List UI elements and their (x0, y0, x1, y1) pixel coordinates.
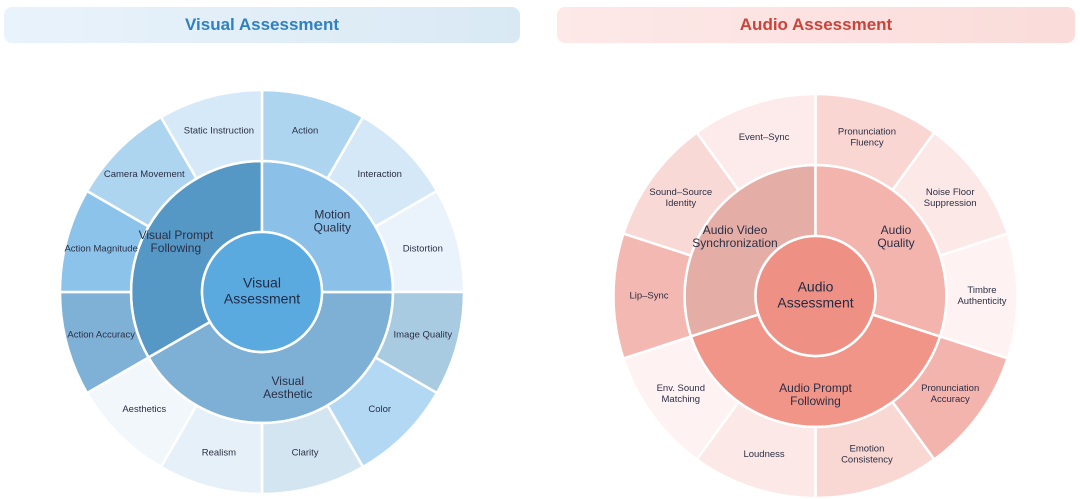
category-visual-prompt-following-label-line: Visual Prompt (139, 228, 214, 242)
segment-pronunciation-fluency-label-line: Pronunciation (838, 127, 896, 138)
category-audio-video-synchronization-label-line: Synchronization (692, 236, 777, 250)
segment-sound-source-identity-label-line: Identity (665, 198, 696, 209)
segment-emotion-consistency-label-line: Emotion (850, 443, 885, 454)
segment-action-magnitude-label: Action Magnitude (64, 243, 137, 254)
segment-loudness-label: Loudness (743, 449, 784, 460)
category-audio-quality-label-line: Quality (877, 236, 914, 250)
segment-action-accuracy-label-line: Action Accuracy (67, 330, 135, 341)
category-visual-prompt-following-label-line: Following (150, 241, 201, 255)
visual-center-label-line: Visual (243, 275, 281, 291)
segment-action-accuracy-label: Action Accuracy (67, 330, 135, 341)
category-audio-video-synchronization-label-line: Audio Video (703, 223, 768, 237)
audio-center-circle (754, 234, 877, 358)
audio-assessment-title: Audio Assessment (739, 15, 893, 34)
segment-event-sync (695, 92, 817, 192)
segment-pronunciation-accuracy-label-line: Accuracy (931, 394, 970, 405)
segment-distortion-label: Distortion (403, 243, 443, 254)
audio-center-label-line: Audio (798, 279, 834, 295)
segment-lip-sync-label-line: Lip–Sync (629, 291, 668, 302)
segment-timbre-authenticity-label-line: Timbre (967, 285, 996, 296)
category-audio-prompt-following-label-line: Audio Prompt (779, 381, 852, 395)
category-audio-prompt-following-label-line: Following (790, 394, 841, 408)
segment-env-sound-matching-label-line: Matching (662, 394, 701, 405)
segment-interaction-label: Interaction (358, 169, 402, 180)
segment-static-instruction-label-line: Static Instruction (184, 126, 254, 137)
segment-static-instruction (159, 88, 264, 180)
segment-action-label: Action (292, 126, 318, 137)
segment-image-quality-label: Image Quality (394, 330, 453, 341)
segment-sound-source-identity-label-line: Sound–Source (649, 187, 712, 198)
segment-distortion-label-line: Distortion (403, 243, 443, 254)
segment-camera-movement-label-line: Camera Movement (104, 169, 185, 180)
segment-event-sync-label: Event–Sync (739, 132, 790, 143)
visual-assessment-title: Visual Assessment (184, 15, 340, 34)
segment-emotion-consistency-label-line: Consistency (841, 454, 893, 465)
audio-center-label-line: Assessment (777, 295, 853, 311)
segment-clarity-label-line: Clarity (292, 447, 319, 458)
segment-static-instruction-label: Static Instruction (184, 126, 254, 137)
category-motion-quality-label-line: Motion (314, 207, 350, 221)
segment-interaction-label-line: Interaction (358, 169, 402, 180)
segment-image-quality-label-line: Image Quality (394, 330, 453, 341)
segment-realism-label-line: Realism (202, 447, 236, 458)
segment-aesthetics-label-line: Aesthetics (122, 404, 166, 415)
category-audio-quality-label-line: Audio (881, 223, 912, 237)
segment-camera-movement-label: Camera Movement (104, 169, 185, 180)
segment-pronunciation-fluency-label-line: Fluency (850, 138, 884, 149)
visual-assessment-banner: Visual Assessment (4, 7, 520, 43)
audio-assessment-banner: Audio Assessment (557, 7, 1075, 43)
segment-pronunciation-accuracy-label-line: Pronunciation (921, 383, 979, 394)
segment-event-sync-label-line: Event–Sync (739, 132, 790, 143)
category-motion-quality-label-line: Quality (314, 220, 351, 234)
segment-env-sound-matching-label-line: Env. Sound (657, 383, 705, 394)
category-visual-aesthetic-label-line: Visual (272, 374, 304, 388)
segment-noise-floor-suppression-label-line: Noise Floor (926, 187, 975, 198)
category-visual-aesthetic-label-line: Aesthetic (263, 387, 312, 401)
segment-clarity-label: Clarity (292, 447, 319, 458)
segment-action-magnitude-label-line: Action Magnitude (64, 243, 137, 254)
segment-noise-floor-suppression-label-line: Suppression (924, 198, 977, 209)
segment-aesthetics-label: Aesthetics (122, 404, 166, 415)
segment-lip-sync-label: Lip–Sync (629, 291, 668, 302)
segment-color-label: Color (368, 404, 391, 415)
segment-loudness-label-line: Loudness (743, 449, 784, 460)
segment-timbre-authenticity-label-line: Authenticity (957, 296, 1006, 307)
visual-center-circle (200, 230, 324, 354)
segment-realism-label: Realism (202, 447, 236, 458)
visual-center-label-line: Assessment (224, 291, 300, 307)
segment-color-label-line: Color (368, 404, 391, 415)
segment-action-label-line: Action (292, 126, 318, 137)
